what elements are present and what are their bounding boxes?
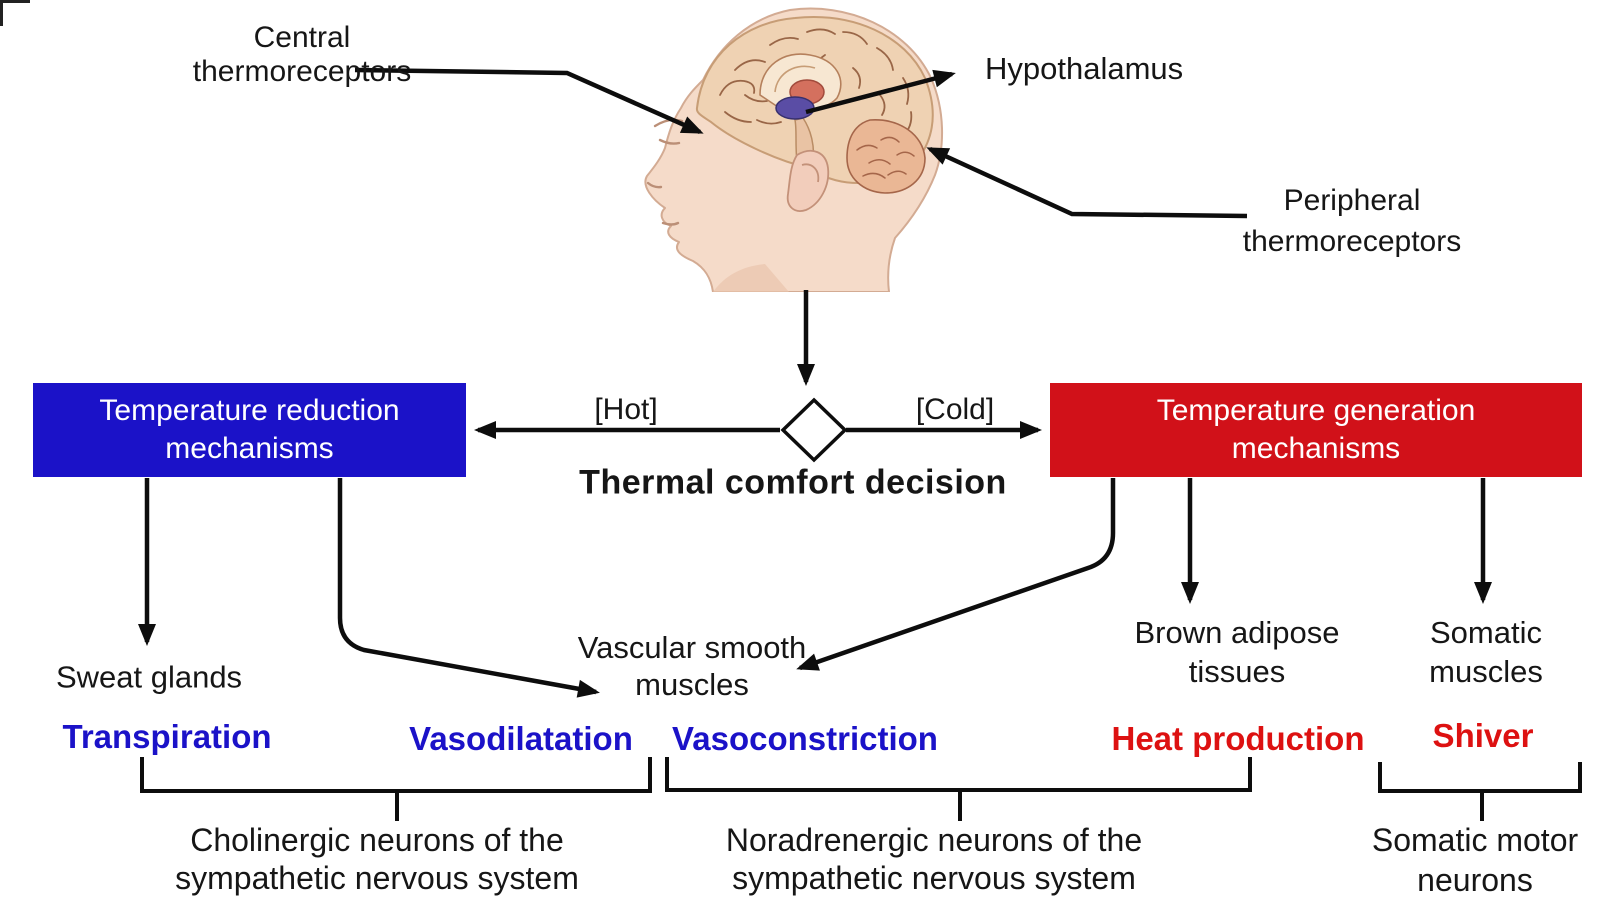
vascular-smooth-muscles-label: Vascular smooth muscles bbox=[578, 629, 807, 703]
grouping-brackets bbox=[140, 757, 1582, 821]
reduction-box-line1: Temperature reduction bbox=[99, 394, 400, 427]
temperature-reduction-box: Temperature reduction mechanisms bbox=[33, 383, 466, 477]
inner-brain-fold bbox=[774, 65, 816, 93]
generation-box-line2: mechanisms bbox=[1231, 432, 1401, 465]
hypothalamus-blob bbox=[775, 96, 815, 120]
somatic-line1: Somatic bbox=[1430, 615, 1542, 650]
temperature-generation-box: Temperature generation mechanisms bbox=[1050, 383, 1582, 477]
peripheral-thermoreceptors-label: Peripheral thermoreceptors bbox=[1243, 180, 1461, 262]
central-line1: Central bbox=[253, 21, 351, 54]
peripheral-leader-arrow bbox=[926, 146, 1248, 219]
noradrenergic-line2: sympathetic nervous system bbox=[732, 860, 1136, 896]
hot-branch-label: [Hot] bbox=[594, 393, 658, 426]
somatic-motor-neurons-label: Somatic motor neurons bbox=[1372, 820, 1578, 900]
central-line2: thermoreceptors bbox=[192, 55, 412, 88]
cholinergic-line1: Cholinergic neurons of the bbox=[190, 822, 564, 858]
vascular-line2: muscles bbox=[635, 667, 749, 702]
noradrenergic-line1: Noradrenergic neurons of the bbox=[725, 822, 1143, 858]
transpiration-label: Transpiration bbox=[62, 718, 272, 756]
heat-production-label: Heat production bbox=[1111, 720, 1365, 758]
vasodilatation-elbow-arrow bbox=[337, 478, 600, 698]
somatic-line2: muscles bbox=[1429, 654, 1543, 689]
somatic-muscles-label: Somatic muscles bbox=[1429, 613, 1543, 691]
somatic-motor-line2: neurons bbox=[1417, 862, 1533, 898]
neck-shadow bbox=[713, 264, 789, 292]
central-thermoreceptors-label: Central thermoreceptors bbox=[193, 21, 411, 89]
bracket-noradrenergic bbox=[665, 757, 1252, 821]
vascular-line1: Vascular smooth bbox=[577, 630, 807, 665]
somatic-motor-line1: Somatic motor bbox=[1371, 822, 1579, 858]
brown-line1: Brown adipose bbox=[1134, 615, 1340, 650]
sweat-glands-label: Sweat glands bbox=[55, 659, 243, 695]
noradrenergic-neurons-label: Noradrenergic neurons of the sympathetic… bbox=[726, 821, 1142, 897]
bracket-cholinergic bbox=[140, 757, 652, 821]
brown-adipose-tissues-label: Brown adipose tissues bbox=[1134, 613, 1339, 691]
peripheral-line2: thermoreceptors bbox=[1242, 225, 1462, 258]
hypothalamus-label: Hypothalamus bbox=[985, 51, 1184, 86]
head-brain-illustration bbox=[644, 7, 944, 292]
thermal-comfort-decision-label: Thermal comfort decision bbox=[579, 463, 1007, 502]
vasodilatation-label: Vasodilatation bbox=[409, 720, 633, 758]
ear-inner bbox=[801, 163, 820, 183]
frame-corner-artifact bbox=[0, 0, 30, 26]
vasoconstriction-label: Vasoconstriction bbox=[672, 720, 938, 758]
peripheral-line1: Peripheral bbox=[1283, 184, 1421, 217]
generation-box-line1: Temperature generation bbox=[1156, 394, 1476, 427]
vasoconstriction-elbow-arrow bbox=[796, 478, 1116, 671]
bracket-somatic-motor bbox=[1378, 762, 1582, 821]
brown-line2: tissues bbox=[1188, 654, 1286, 689]
cerebellum-texture bbox=[856, 136, 915, 179]
reduction-box-line2: mechanisms bbox=[165, 432, 334, 465]
ear bbox=[786, 150, 830, 212]
decision-diamond bbox=[780, 397, 848, 463]
shiver-label: Shiver bbox=[1432, 717, 1534, 755]
cholinergic-line2: sympathetic nervous system bbox=[175, 860, 579, 896]
cholinergic-neurons-label: Cholinergic neurons of the sympathetic n… bbox=[175, 821, 579, 897]
cold-branch-label: [Cold] bbox=[915, 393, 995, 426]
